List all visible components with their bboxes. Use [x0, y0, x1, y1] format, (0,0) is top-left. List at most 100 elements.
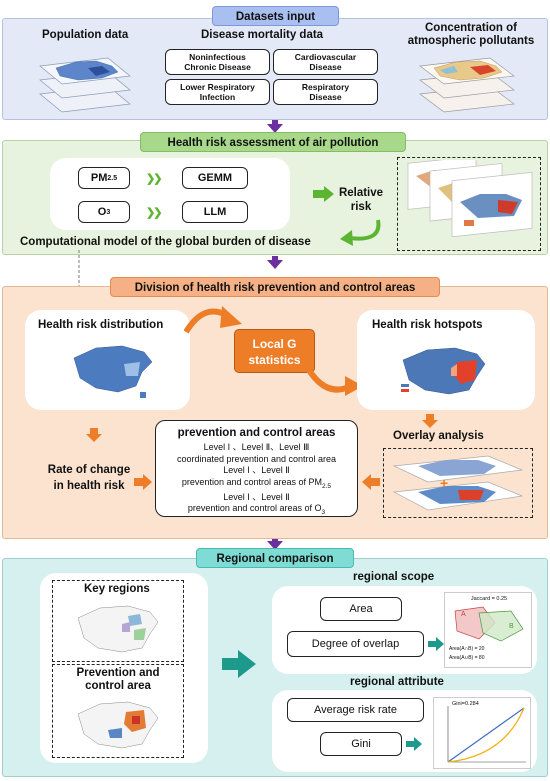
o3-label: O — [97, 206, 107, 218]
regional-attribute-title: regional attribute — [350, 676, 444, 688]
regional-comparison-header: Regional comparison — [196, 548, 354, 568]
relative-risk-line2: risk — [350, 201, 372, 213]
map-card-front — [451, 171, 533, 238]
double-chevron-icon: ❯❯ — [146, 173, 163, 185]
areas-line: Level I 、Level Ⅱ — [223, 491, 290, 502]
teal-right-arrow-icon — [428, 637, 444, 651]
overlay-layer-bottom — [392, 481, 524, 511]
o3-subscript: 3 — [106, 208, 111, 216]
pm25-subscript: 2.5 — [107, 174, 118, 182]
flow-arrow-stem — [272, 256, 278, 261]
venn-formula: Area(A∩B) = 20 — [449, 646, 485, 652]
relative-risk-map-stack — [407, 160, 533, 238]
rate-of-change-label: Rate of change in health risk — [34, 462, 144, 494]
green-right-arrow-icon — [313, 186, 334, 202]
hotspots-map — [395, 338, 495, 402]
disease-line: Infection — [199, 92, 236, 102]
local-g-line1: Local G — [252, 337, 297, 351]
relative-risk-label: Relative risk — [336, 186, 386, 214]
disease-box-cardiovascular: Cardiovascular Disease — [273, 49, 378, 75]
mortality-label: Disease mortality data — [201, 29, 324, 41]
health-risk-hotspots-label: Health risk hotspots — [372, 319, 483, 331]
pollutant-label-line2: atmospheric pollutants — [407, 35, 535, 47]
regional-scope-title: regional scope — [353, 571, 435, 583]
venn-figure: Jaccard = 0.25 A B Area(A∩B) = 20 Area(A… — [444, 592, 532, 668]
double-chevron-icon: ❯❯ — [146, 207, 163, 219]
jaccard-label: Jaccard = 0.25 — [470, 596, 508, 602]
relative-risk-maps-frame — [397, 157, 541, 251]
disease-box-noninfectious: Noninfectious Chronic Disease — [165, 49, 270, 75]
rate-line1: Rate of change — [47, 464, 131, 476]
llm-box: LLM — [182, 201, 248, 223]
curved-orange-arrow-icon — [184, 306, 242, 334]
degree-of-overlap-box: Degree of overlap — [287, 631, 424, 657]
lorenz-curve-figure: Gini=0.284 — [433, 697, 531, 769]
key-regions-label: Key regions — [84, 583, 150, 595]
prevention-areas-box: prevention and control areas Level I 、Le… — [155, 420, 358, 517]
areas-line: Level I 、Level Ⅱ、Level Ⅲ — [203, 442, 310, 452]
lorenz-curve — [447, 707, 525, 763]
curved-orange-arrow-icon — [306, 368, 363, 396]
orange-down-arrow-icon — [422, 414, 438, 428]
disease-line: Disease — [309, 62, 342, 72]
health-risk-distribution-label: Health risk distribution — [38, 319, 164, 331]
average-risk-rate-box: Average risk rate — [287, 698, 424, 722]
overlay-map-stack: + — [392, 455, 524, 511]
curved-return-arrow-icon — [340, 219, 381, 246]
orange-right-arrow-icon — [134, 474, 152, 490]
disease-line: Noninfectious — [189, 52, 246, 62]
flow-arrow-down — [267, 541, 283, 550]
prevention-line2: control area — [85, 680, 151, 692]
prevention-area-frame — [52, 664, 184, 758]
map-layer-top — [39, 57, 131, 85]
areas-line-text: prevention and control areas of PM — [181, 476, 323, 487]
rate-line2: in health risk — [53, 480, 125, 492]
distribution-map — [66, 338, 158, 400]
areas-subscript: 2.5 — [322, 482, 332, 490]
prevention-line1: Prevention and — [76, 667, 160, 679]
plus-icon: + — [440, 475, 448, 491]
datasets-header: Datasets input — [212, 6, 339, 26]
areas-line-text: prevention and control areas of O — [187, 503, 322, 514]
areas-subscript: 3 — [321, 509, 326, 517]
health-risk-header: Health risk assessment of air pollution — [140, 132, 406, 152]
area-box: Area — [320, 597, 402, 621]
flow-arrow-stem — [272, 120, 278, 125]
map-layer-top — [419, 57, 515, 85]
lorenz-curve-chart — [447, 706, 526, 763]
prevention-areas-title: prevention and control areas — [177, 427, 336, 439]
overlay-layer-top — [392, 455, 524, 483]
prevention-area-label: Prevention and control area — [60, 667, 176, 693]
population-label: Population data — [42, 29, 129, 41]
computational-model-label: Computational model of the global burden… — [20, 236, 311, 248]
venn-formula: Area(A∪B) = 80 — [449, 655, 485, 661]
gemm-box: GEMM — [182, 167, 248, 189]
prevention-area-map — [70, 694, 168, 754]
areas-line: coordinated prevention and control area — [176, 453, 337, 464]
areas-line: Level I 、Level Ⅱ — [223, 465, 290, 475]
venn-label-a: A — [461, 611, 466, 618]
key-regions-map — [70, 598, 168, 658]
orange-down-arrow-icon — [86, 428, 102, 442]
flow-arrow-down — [267, 124, 283, 133]
overlay-maps-frame — [383, 448, 533, 518]
disease-box-lower-respiratory: Lower Respiratory Infection — [165, 79, 270, 105]
key-regions-frame — [52, 580, 184, 662]
venn-diagram — [454, 606, 524, 642]
disease-line: Disease — [309, 92, 342, 102]
disease-box-respiratory: Respiratory Disease — [273, 79, 378, 105]
local-g-line2: statistics — [248, 353, 301, 367]
orange-left-arrow-icon — [362, 474, 380, 490]
areas-line: prevention and control areas of PM2.5 — [156, 477, 357, 492]
prevention-division-header: Division of health risk prevention and c… — [110, 277, 440, 297]
venn-label-b: B — [509, 623, 514, 630]
pollutant-map-stack — [419, 57, 515, 113]
disease-line: Cardiovascular — [294, 52, 357, 62]
teal-right-arrow-icon — [406, 737, 422, 751]
local-g-statistics-box: Local G statistics — [234, 329, 315, 373]
flow-arrow-down — [267, 260, 283, 269]
gini-box: Gini — [320, 732, 402, 756]
pm25-label: PM — [90, 172, 108, 184]
